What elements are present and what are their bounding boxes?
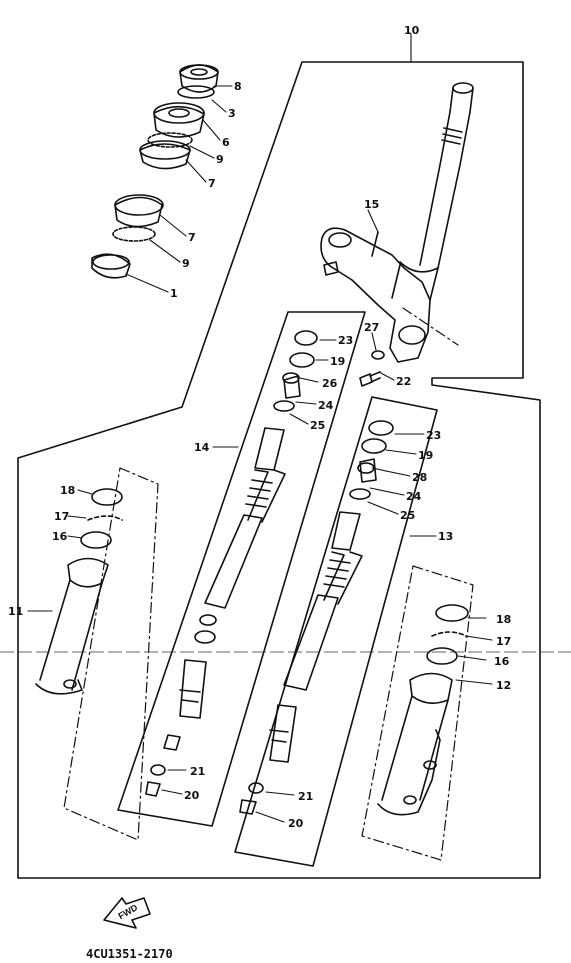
left-fork-internals [145, 330, 318, 797]
callout-16a: 16 [52, 530, 68, 543]
callout-19a: 19 [330, 355, 345, 368]
callout-11: 11 [8, 605, 23, 618]
callout-6: 6 [222, 136, 230, 149]
fwd-arrow-icon [103, 897, 151, 929]
callout-19b: 19 [418, 449, 433, 462]
callout-27: 27 [364, 321, 379, 334]
right-outer-tube-box [361, 565, 474, 861]
callout-18a: 18 [60, 484, 75, 497]
callout-25a: 25 [310, 419, 325, 432]
bearing-race-6 [153, 102, 205, 138]
callout-12: 12 [496, 679, 511, 692]
callout-24b: 24 [406, 490, 422, 503]
callout-17a: 17 [54, 510, 69, 523]
ball-bearing-9a [147, 132, 193, 148]
callout-15: 15 [364, 198, 379, 211]
callout-16b: 16 [494, 655, 510, 668]
drawing-code: 4CU1351-2170 [86, 947, 173, 961]
callout-9b: 9 [182, 257, 190, 270]
right-outer-tube [377, 604, 469, 816]
callout-26: 26 [322, 377, 338, 390]
callout-13: 13 [438, 530, 453, 543]
steering-stem [391, 82, 474, 301]
callout-25b: 25 [400, 509, 415, 522]
callout-21a: 21 [190, 765, 205, 778]
callout-23a: 23 [338, 334, 353, 347]
callout-9a: 9 [216, 153, 224, 166]
ball-bearing-9b [112, 226, 156, 242]
left-fork-tube-box [117, 311, 366, 827]
callout-14: 14 [194, 441, 210, 454]
callout-22: 22 [396, 375, 411, 388]
bracket-bolt [359, 350, 385, 387]
callout-24a: 24 [318, 399, 334, 412]
ring-nut [179, 64, 219, 93]
callout-17b: 17 [496, 635, 511, 648]
right-fork-internals [239, 420, 394, 815]
callout-20a: 20 [184, 789, 200, 802]
washer-3 [177, 85, 215, 99]
left-outer-tube-box [63, 467, 159, 841]
callout-23b: 23 [426, 429, 441, 442]
under-bracket [320, 227, 431, 363]
right-fork-tube-box [234, 396, 438, 867]
callout-8: 8 [234, 80, 242, 93]
bearing-cup-7b [114, 194, 164, 228]
bearing-cup-7a [139, 140, 191, 170]
callout-18b: 18 [496, 613, 511, 626]
left-outer-tube [35, 488, 123, 695]
steering-stem-guide [402, 307, 459, 346]
callout-7a: 7 [208, 177, 216, 190]
callout-7b: 7 [188, 231, 196, 244]
assembly-boundary [17, 61, 541, 879]
callout-28: 28 [412, 471, 427, 484]
callout-1: 1 [170, 287, 178, 300]
callout-20b: 20 [288, 817, 304, 830]
callout-3: 3 [228, 107, 236, 120]
callout-10: 10 [404, 24, 420, 37]
callout-21b: 21 [298, 790, 313, 803]
dust-seal-1 [91, 253, 131, 279]
